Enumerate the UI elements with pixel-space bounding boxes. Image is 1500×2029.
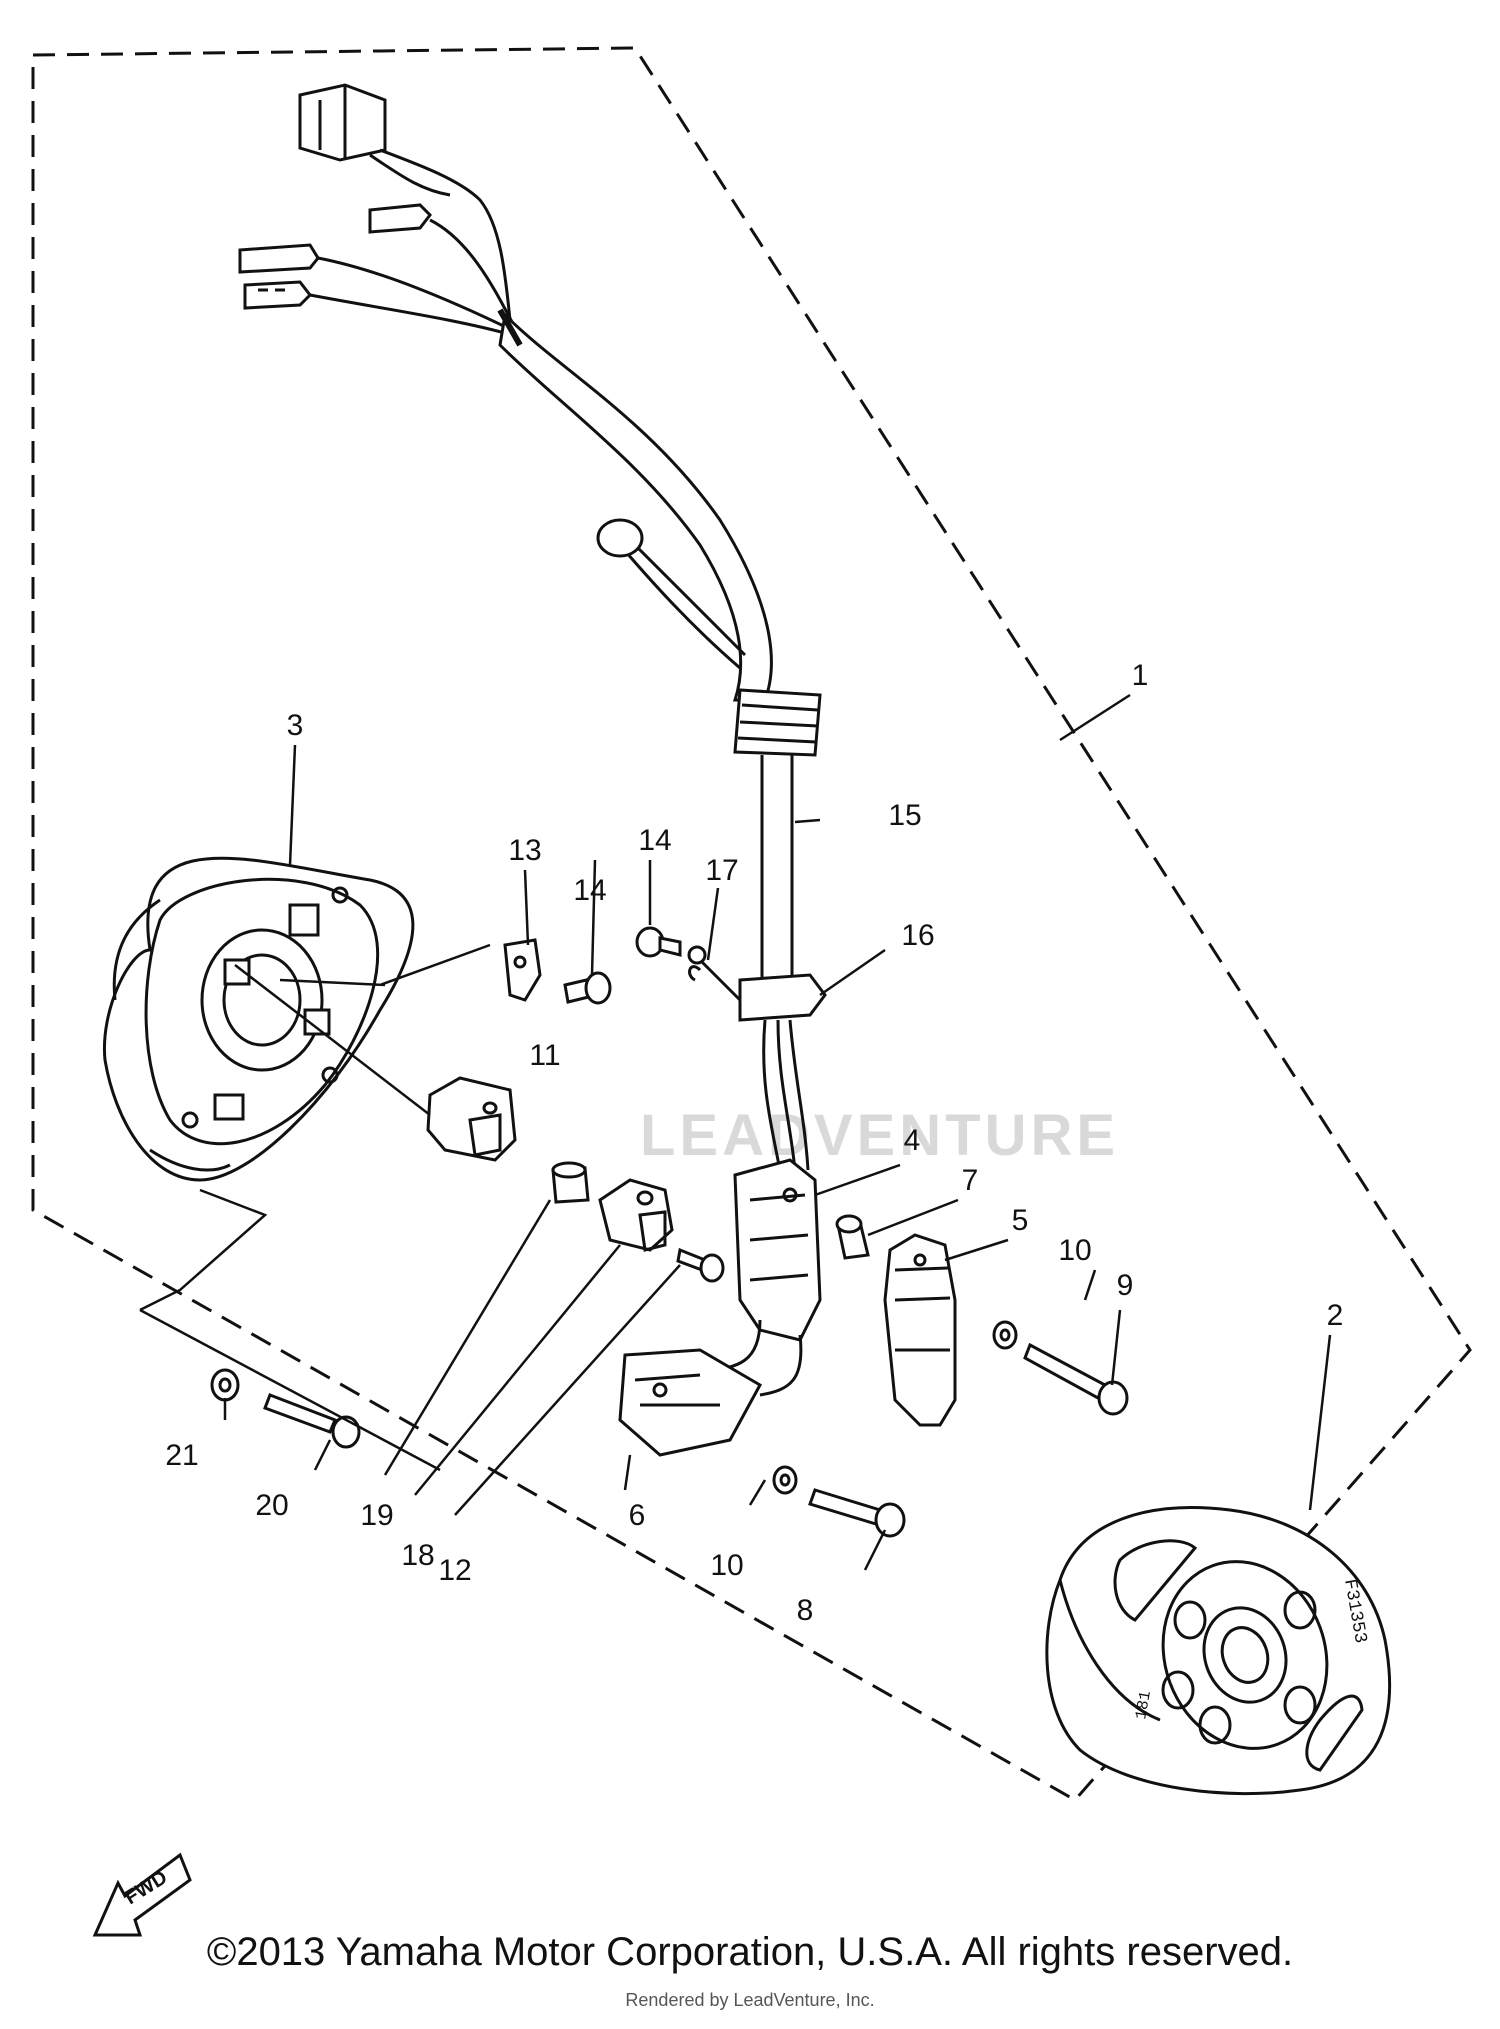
callout-4: 4 (904, 1124, 921, 1157)
callout-10-upper: 10 (1058, 1234, 1091, 1267)
callout-1: 1 (1132, 659, 1149, 692)
rendered-by-credit: Rendered by LeadVenture, Inc. (625, 1990, 875, 2010)
bolt-20 (263, 1393, 361, 1449)
callout-17: 17 (705, 854, 738, 887)
collar-7 (835, 1214, 870, 1260)
callout-7: 7 (962, 1164, 979, 1197)
wire-harness (238, 83, 827, 1171)
condenser-unit (883, 1233, 957, 1427)
screw-12 (676, 1247, 725, 1283)
washer-10-upper (992, 1320, 1018, 1350)
callout-15: 15 (888, 799, 921, 832)
washer-17 (688, 965, 702, 982)
callout-14-top: 14 (638, 824, 671, 857)
callout-9: 9 (1117, 1269, 1134, 1302)
callout-19: 19 (360, 1499, 393, 1532)
callout-16: 16 (901, 919, 934, 952)
stator-plate (102, 856, 415, 1182)
callout-14-left: 14 (573, 874, 606, 907)
wire-clamp (503, 938, 542, 1002)
screw-14-left (563, 971, 612, 1005)
rotor-marking-secondary: 181 (1132, 1689, 1155, 1721)
callout-8: 8 (797, 1594, 814, 1627)
screw-14-top (635, 926, 682, 958)
callout-18: 18 (401, 1539, 434, 1572)
forward-arrow: FWD (92, 1852, 192, 1937)
washer-21 (210, 1368, 240, 1402)
callout-13: 13 (508, 834, 541, 867)
watermark-text: LEADVENTURE (640, 1103, 1119, 1168)
callout-21: 21 (165, 1439, 198, 1472)
flywheel-rotor: F31353 181 (1045, 1506, 1392, 1796)
callout-20: 20 (255, 1489, 288, 1522)
rectifier-regulator (618, 1158, 822, 1457)
pulser-coil (426, 1076, 517, 1162)
callout-6: 6 (629, 1499, 646, 1532)
callout-3: 3 (287, 709, 304, 742)
leader-lines (139, 693, 1332, 1571)
spacer-collar (551, 1161, 590, 1204)
lighting-coil (598, 1178, 674, 1252)
bolt-8 (808, 1488, 906, 1538)
callout-10-lower: 10 (710, 1549, 743, 1582)
washer-10-lower (772, 1465, 798, 1495)
callout-12: 12 (438, 1554, 471, 1587)
callout-5: 5 (1012, 1204, 1029, 1237)
callout-2: 2 (1327, 1299, 1344, 1332)
copyright-notice: ©2013 Yamaha Motor Corporation, U.S.A. A… (206, 1930, 1294, 1974)
callout-11: 11 (529, 1039, 560, 1072)
